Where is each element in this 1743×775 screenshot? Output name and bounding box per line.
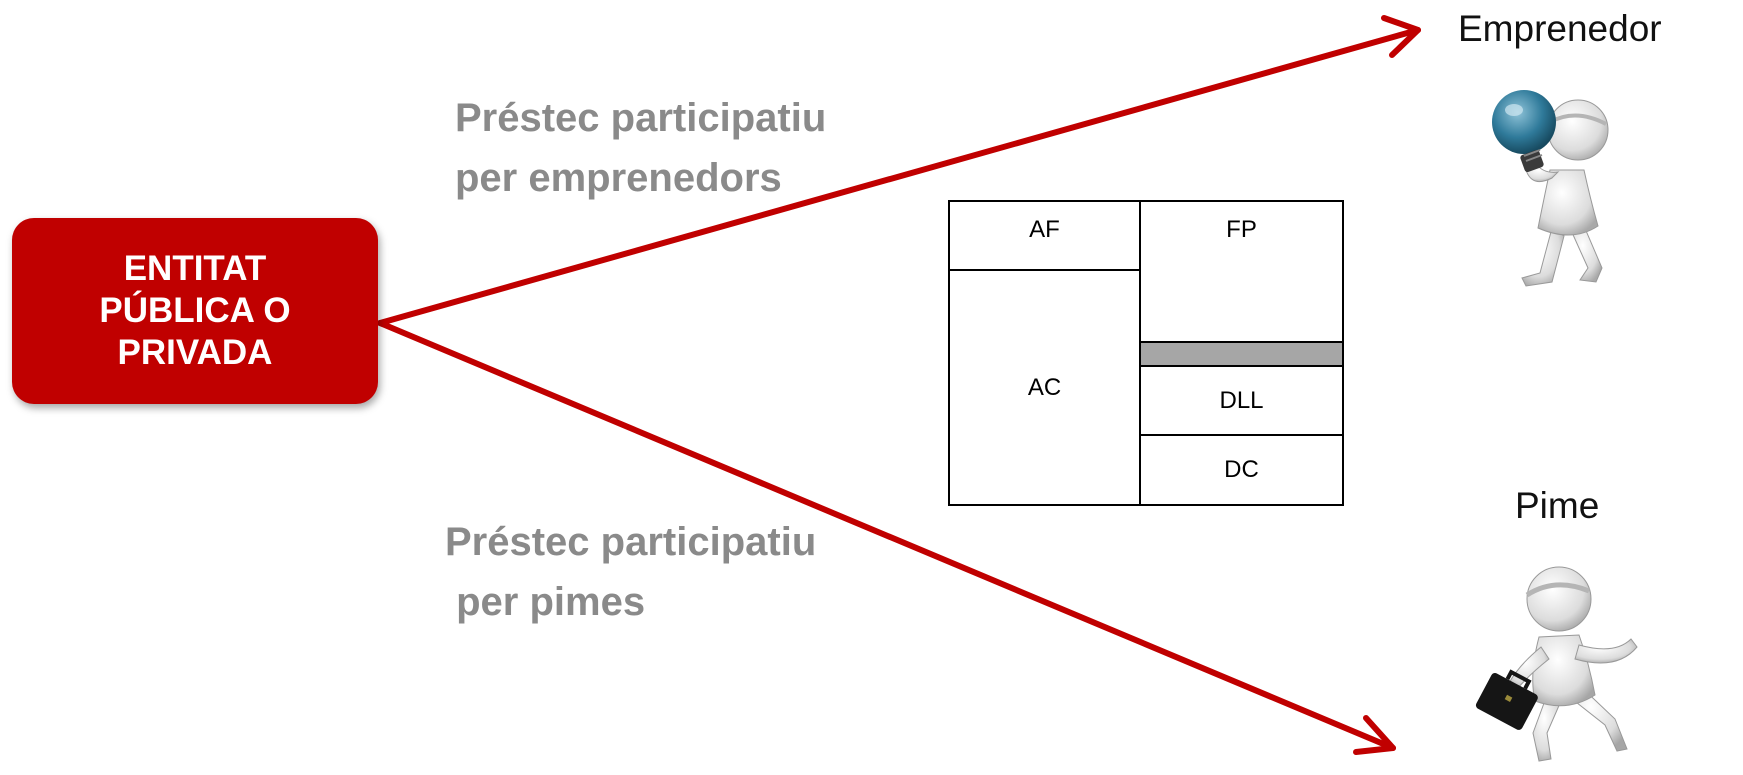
balance-cell-dll: DLL xyxy=(1139,365,1344,436)
balance-cell-ac: AC xyxy=(948,269,1141,506)
loan-label-smes: Préstec participatiu per pimes xyxy=(445,520,817,624)
balance-cell-participative-loan xyxy=(1139,341,1344,367)
loan-label-entrepreneurs: Préstec participatiu per emprenedors xyxy=(455,96,827,200)
person-with-lightbulb-icon xyxy=(1492,90,1609,287)
balance-cell-dc: DC xyxy=(1139,434,1344,506)
balance-cell-af: AF xyxy=(948,200,1141,271)
arrow-to-sme xyxy=(377,320,1396,751)
balance-cell-fp: FP xyxy=(1139,200,1344,343)
recipient-label-entrepreneur: Emprenedor xyxy=(1458,8,1662,49)
balance-sheet: AF AC FP DLL DC xyxy=(948,200,1344,506)
balance-label-ac: AC xyxy=(1027,373,1062,401)
arrowhead-entrepreneur xyxy=(1381,15,1421,58)
entity-box: ENTITAT PÚBLICA O PRIVADA xyxy=(12,218,378,404)
balance-label-dc: DC xyxy=(1224,456,1259,483)
person-with-briefcase-icon xyxy=(1475,566,1638,762)
arrow-to-entrepreneur xyxy=(377,27,1421,326)
recipient-label-sme: Pime xyxy=(1515,485,1600,526)
balance-label-dll: DLL xyxy=(1219,386,1264,414)
arrowhead-sme xyxy=(1353,715,1396,755)
entity-label: ENTITAT PÚBLICA O PRIVADA xyxy=(99,249,291,372)
